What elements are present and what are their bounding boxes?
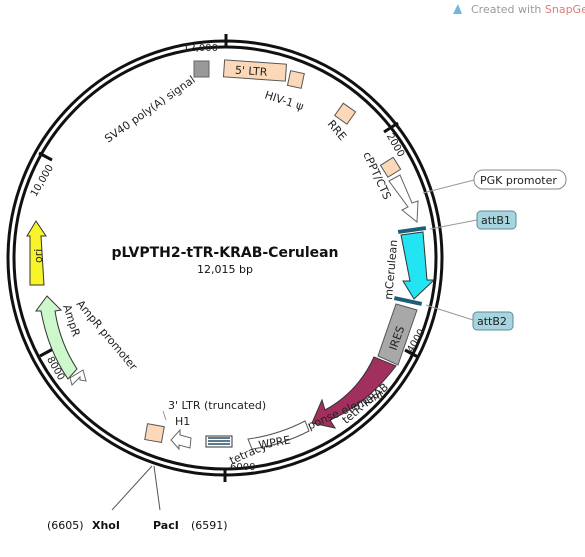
paci-leader-line: [153, 465, 161, 511]
mcerulean-label: mCerulean: [382, 239, 400, 300]
wpre-label: WPRE: [258, 433, 292, 451]
ampr-feature: [35, 295, 78, 380]
pgk-promoter-arrow: [388, 174, 419, 224]
cppt-feature: [379, 156, 402, 178]
tick-marks: [38, 34, 419, 482]
wpre-feature: [247, 420, 310, 450]
attb1-marker: [397, 226, 427, 234]
xhoi-position: (6605): [47, 519, 84, 532]
ori-feature: [26, 220, 47, 286]
ires-feature: [377, 303, 418, 366]
attb2-marker: [393, 296, 423, 306]
ltr5-feature: [222, 59, 288, 82]
paci-position: (6591): [191, 519, 228, 532]
attb2-leader-line: [425, 304, 474, 321]
mcerulean-feature: [400, 231, 436, 300]
hiv-psi-label: HIV-1 ψ: [263, 88, 305, 113]
plasmid-name: pLVPTH2-tTR-KRAB-Cerulean: [111, 245, 338, 261]
plasmid-size: 12,015 bp: [197, 263, 253, 276]
rre-feature: [333, 102, 357, 125]
attb2-label-box: [472, 311, 514, 331]
ori-label: ori: [32, 249, 45, 263]
ampr-promoter-label: AmpR promoter: [74, 298, 140, 374]
sv40-polya-marker: [193, 60, 210, 78]
sv40-polya-label: SV40 poly(A) signal: [102, 73, 197, 145]
watermark-prefix: Created with: [471, 3, 545, 16]
h1-promoter-arrow: [170, 428, 192, 451]
snapgene-logo-icon: [453, 4, 462, 14]
pgk-label: PGK promoter: [480, 174, 557, 187]
ltr5-label: 5' LTR: [234, 64, 268, 79]
attb1-label: attB1: [481, 214, 511, 227]
tre-repeats-marker: [205, 435, 233, 448]
pgk-leader-line: [422, 179, 475, 194]
ltr3-feature: [144, 423, 165, 444]
ampr-promoter-arrow: [69, 369, 87, 386]
xhoi-label[interactable]: XhoI: [92, 519, 120, 532]
ltr3-leader-line: [162, 410, 167, 421]
attb1-leader-line: [429, 219, 478, 230]
paci-label[interactable]: PacI: [153, 519, 179, 532]
tick-label-12000: 12,000: [183, 43, 218, 54]
xhoi-leader-line: [111, 465, 153, 511]
snapgene-watermark: Created with SnapGene: [453, 3, 585, 16]
hiv-psi-feature: [286, 70, 305, 89]
pgk-label-box: [473, 169, 567, 190]
tick-label-6000: 6000: [230, 462, 255, 473]
tetr-krab-feature: [311, 356, 397, 429]
h1-label: H1: [175, 415, 190, 428]
ltr3-label: 3' LTR (truncated): [168, 399, 266, 412]
attb1-label-box: [476, 210, 517, 230]
watermark-brand: SnapGene: [545, 3, 585, 16]
svg-text:Created with SnapGene: Created with SnapGene: [471, 3, 585, 16]
attb2-label: attB2: [477, 315, 507, 328]
